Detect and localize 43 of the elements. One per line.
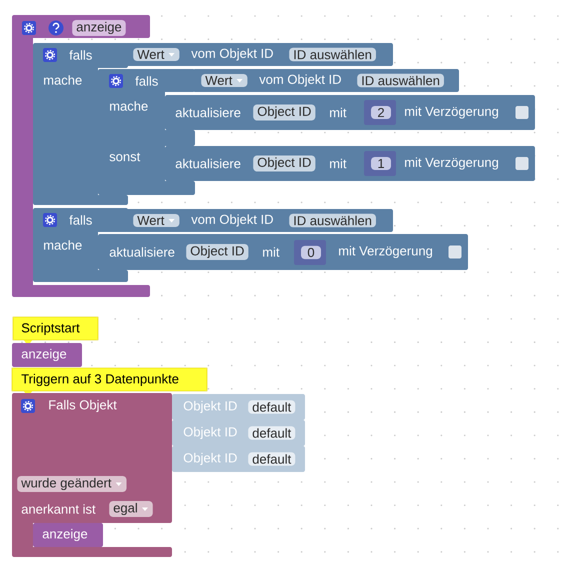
block-label: anzeige: [22, 348, 66, 362]
dropdown-field: wurde geändert: [17, 476, 127, 492]
block-label: anerkannt ist: [22, 504, 96, 514]
dropdown-field: egal: [109, 500, 153, 518]
block-label: falls: [135, 76, 158, 86]
block-label: mit: [330, 158, 346, 168]
block-label: mit: [263, 247, 280, 257]
block-label: mit Verzögerung: [339, 246, 432, 258]
block-label: vom Objekt ID: [191, 48, 273, 61]
dropdown-field: Wert: [133, 214, 180, 228]
block-label: mache: [110, 101, 148, 111]
block-label: Objekt ID: [184, 426, 237, 440]
text-field: ID auswählen: [289, 48, 376, 62]
number-field: 1: [371, 157, 391, 170]
block-label: falls: [69, 215, 92, 225]
text-field: default: [248, 400, 296, 414]
block-label: mit Verzögerung: [405, 106, 498, 119]
block-label: mit Verzögerung: [405, 157, 498, 170]
block-label: mit: [330, 108, 346, 118]
text-field: default: [248, 452, 296, 466]
block-label: Objekt ID: [184, 400, 237, 414]
text-field: Object ID: [186, 244, 248, 260]
comment-text: Triggern auf 3 Datenpunkte: [22, 374, 178, 386]
text-field: anzeige: [72, 20, 126, 36]
text-field: Object ID: [253, 155, 316, 172]
block-label: Objekt ID: [184, 452, 237, 466]
block-label: mache: [44, 240, 82, 250]
dropdown-field: Wert: [133, 48, 180, 62]
block-label: falls: [69, 50, 92, 60]
block-label: Falls Objekt: [49, 400, 117, 412]
block-label: sonst: [110, 152, 140, 162]
block-label: vom Objekt ID: [259, 74, 341, 87]
dropdown-field: Wert: [201, 74, 248, 88]
block-label: aktualisiere: [110, 247, 174, 257]
block-label: aktualisiere: [176, 108, 240, 118]
block-label: vom Objekt ID: [191, 214, 273, 227]
text-field: default: [248, 426, 296, 440]
block-label: anzeige: [42, 528, 88, 542]
text-field: ID auswählen: [289, 214, 376, 228]
text-field: Object ID: [253, 104, 316, 121]
block-label: aktualisiere: [176, 158, 240, 168]
text-field: ID auswählen: [357, 74, 444, 88]
block-label: mache: [44, 75, 82, 85]
